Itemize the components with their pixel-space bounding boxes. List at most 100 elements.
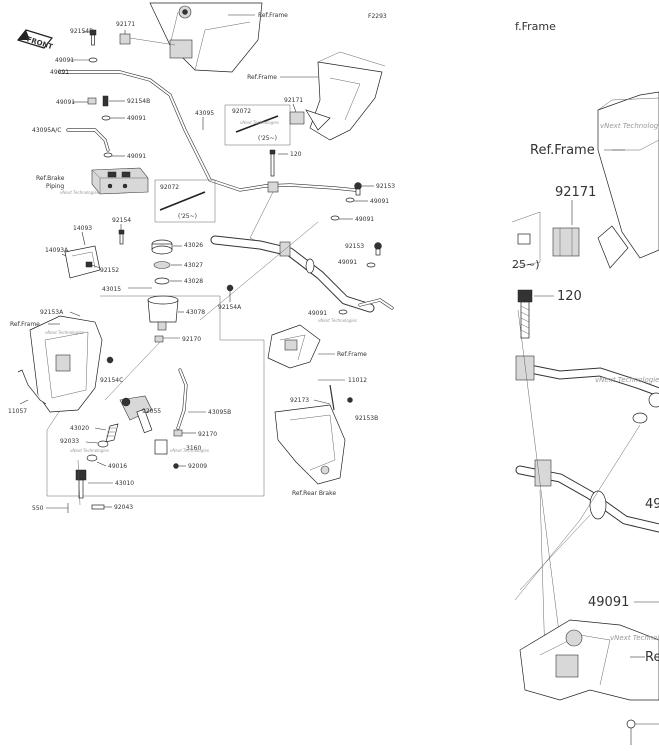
label-92171-b: 92171 xyxy=(284,97,303,104)
label-49091-a: 49091 xyxy=(55,57,74,64)
label-ref-rear-brake: Ref.Rear Brake xyxy=(292,490,336,497)
label-92153-a: 92153 xyxy=(376,183,395,190)
label-92152: 92152 xyxy=(100,267,119,274)
zoom-label-49091: 49091 xyxy=(588,595,629,610)
label-11012: 11012 xyxy=(348,377,367,384)
label-ref-frame-top: Ref.Frame xyxy=(258,12,288,19)
zoom-label-ref-frame: Ref.Frame xyxy=(530,143,595,158)
bolt-92154b-top xyxy=(89,29,97,46)
master-cylinder xyxy=(119,395,153,434)
boot-49016 xyxy=(86,454,98,462)
label-49016: 49016 xyxy=(108,463,127,470)
label-92170-a: 92170 xyxy=(182,336,201,343)
frame-bracket-middle xyxy=(267,324,321,369)
label-43020: 43020 xyxy=(70,425,89,432)
label-92154a: 92154A xyxy=(218,304,242,311)
banjo-fitting xyxy=(154,439,168,455)
svg-text:vNext Technologies: vNext Technologies xyxy=(318,318,357,323)
watermark-1: vNext Technologies xyxy=(60,190,99,195)
washer-92009 xyxy=(173,463,179,469)
label-92055: 92055 xyxy=(142,408,161,415)
zoom-label-25: 25~) xyxy=(512,258,540,271)
label-92153a: 92153A xyxy=(40,309,64,316)
label-43028: 43028 xyxy=(184,278,203,285)
label-49091-f: 49091 xyxy=(355,216,374,223)
svg-text:vNext Technologies: vNext Technologies xyxy=(70,448,109,453)
label-92154b: 92154B xyxy=(127,98,150,105)
label-120: 120 xyxy=(290,151,302,158)
label-11057: 11057 xyxy=(8,408,27,415)
bolt-92154c xyxy=(106,356,114,364)
bolt-92153-b xyxy=(374,242,382,256)
box-92072-a xyxy=(224,104,291,146)
rear-brake-caliper-bracket xyxy=(274,404,346,485)
label-92072-a: 92072 xyxy=(232,108,251,115)
main-diagram: F2293 FRONT Ref.Frame 92171 xyxy=(8,2,395,513)
label-92154b-top: 92154B xyxy=(70,28,93,35)
label-92043: 92043 xyxy=(114,504,133,511)
label-92009: 92009 xyxy=(188,463,207,470)
label-49091-b: 49091 xyxy=(50,69,69,76)
svg-text:vNext Technologies: vNext Technologies xyxy=(595,376,659,384)
label-14093a: 14093A xyxy=(45,247,69,254)
svg-text:vNext Technologies: vNext Technologies xyxy=(610,634,659,642)
frame-left-part xyxy=(29,315,103,413)
circlip-92033 xyxy=(97,440,109,448)
zoom-frame-lower: vNext Technologies xyxy=(519,619,659,701)
cover-14093a xyxy=(64,245,101,279)
label-92170-b: 92170 xyxy=(198,431,217,438)
label-49091-e: 49091 xyxy=(370,198,389,205)
label-92173: 92173 xyxy=(290,397,309,404)
svg-text:vNext Technologies: vNext Technologies xyxy=(170,448,209,453)
rod-11057 xyxy=(17,369,47,405)
diaphragm-43027 xyxy=(153,261,171,269)
label-49091-d-top: 49091 xyxy=(127,115,146,122)
svg-text:vNext Technologies: vNext Technologies xyxy=(240,120,279,125)
label-43095ac: 43095A/C xyxy=(32,127,61,134)
zoom-bolt-120 xyxy=(517,289,533,339)
label-25-a: ('25~) xyxy=(258,135,277,142)
label-14093: 14093 xyxy=(73,225,92,232)
pushrod-43010 xyxy=(75,469,87,499)
bolt-92154b xyxy=(102,95,109,107)
label-92072-b: 92072 xyxy=(160,184,179,191)
label-49091-g: 49091 xyxy=(338,259,357,266)
label-43095b: 43095B xyxy=(208,409,231,416)
label-25-b: ('25~) xyxy=(178,213,197,220)
zoom-label-re: Re xyxy=(645,650,659,665)
label-3160: 3160 xyxy=(186,445,201,452)
zoom-label-49: 49 xyxy=(645,497,659,512)
label-ref-frame-right: Ref.Frame xyxy=(247,74,277,81)
spring-43020 xyxy=(105,423,119,443)
washer-49091-d-ring xyxy=(101,115,111,121)
svg-text:vNext Technologies: vNext Technologies xyxy=(600,122,659,130)
box-92072-b xyxy=(154,179,216,223)
pin-92043 xyxy=(91,504,105,510)
bolt-92154 xyxy=(118,229,125,245)
label-92033: 92033 xyxy=(60,438,79,445)
label-ref-brake-piping-line1: Ref.Brake xyxy=(36,175,65,182)
zoom-clamp-upper xyxy=(515,355,535,381)
label-92153b: 92153B xyxy=(355,415,378,422)
label-ref-brake-piping-line2: Piping xyxy=(46,183,64,190)
svg-text:vNext Technologies: vNext Technologies xyxy=(45,330,84,335)
label-92153-b: 92153 xyxy=(345,243,364,250)
label-92154c: 92154C xyxy=(100,377,123,384)
zoom-pin-11012 xyxy=(626,719,636,729)
label-43095: 43095 xyxy=(195,110,214,117)
label-43015: 43015 xyxy=(102,286,121,293)
zoom-detail-panel: f.Frame vNext Technologies Ref.Frame 921… xyxy=(511,20,659,745)
plate-43028 xyxy=(154,277,170,285)
front-arrow-badge: FRONT xyxy=(16,29,54,51)
bolt-120 xyxy=(269,149,276,155)
abs-hydraulic-unit xyxy=(91,167,149,195)
washer-49091-a xyxy=(88,57,98,63)
label-ref-frame-left: Ref.Frame xyxy=(10,321,40,328)
label-49091-h: 49091 xyxy=(308,310,327,317)
tube-clamp xyxy=(267,181,279,193)
label-43026: 43026 xyxy=(184,242,203,249)
zoom-clip-92171 xyxy=(552,225,629,269)
label-92171-top: 92171 xyxy=(116,21,135,28)
